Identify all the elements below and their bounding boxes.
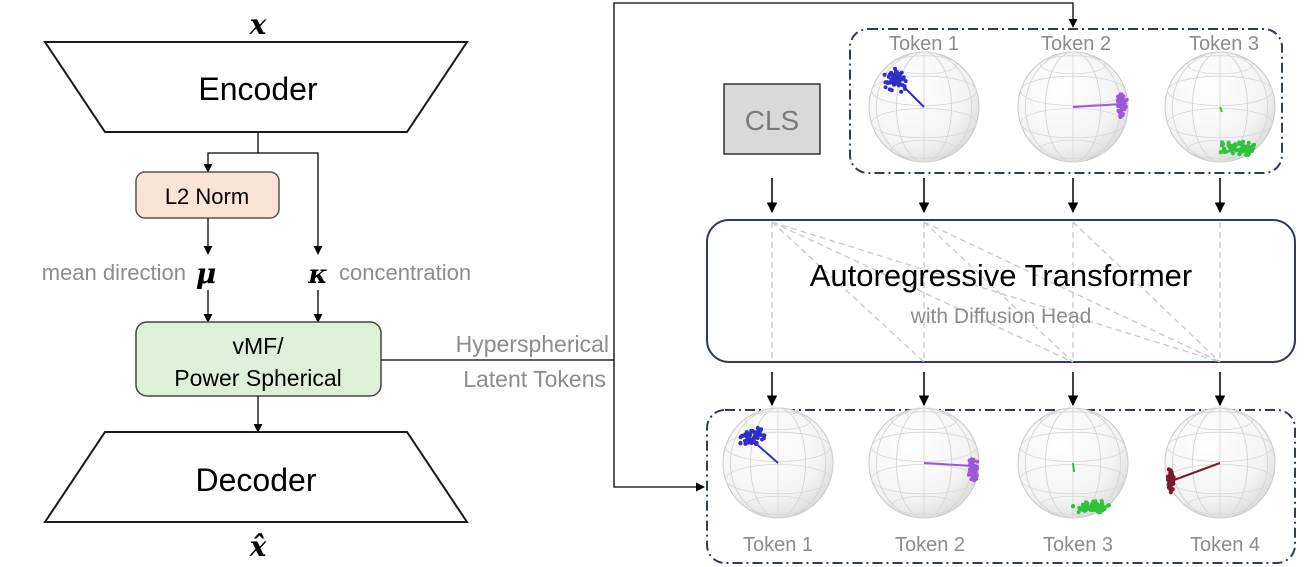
decoder-label: Decoder [196,462,317,498]
input-token-3-label: Token 3 [1189,33,1259,55]
cls-box [723,83,821,155]
encoder-to-concentration-arrow [258,152,323,255]
output-token-1-label: Token 1 [743,534,813,556]
encoder-trapezoid [43,41,469,133]
input-token-1-sphere [868,51,980,163]
distribution-line2: Power Spherical [174,365,341,391]
transformer-box [706,219,1296,363]
latent-tokens-line2: Latent Tokens [463,366,606,392]
output-token-2-sphere [868,407,980,519]
input-token-2-sphere [1017,51,1129,163]
latent-tokens-line1: Hyperspherical [456,331,609,357]
cls-label: CLS [745,105,799,136]
to-input-tokens-arrow [613,2,1078,360]
output-token-2-label: Token 2 [895,534,965,556]
l2norm-label: L2 Norm [165,184,249,209]
input-x-symbol: x [249,8,267,41]
distribution-line1: vMF/ [232,333,284,359]
output-token-4-sphere [1164,407,1276,519]
attention-lines [771,221,1221,363]
output-token-1-sphere [722,407,834,519]
to-output-tokens-arrow [613,360,705,492]
encoder-to-l2norm-arrow [203,132,259,173]
decoder-trapezoid [43,431,469,523]
output-tokens-group [706,409,1296,564]
output-xhat-symbol: x̂ [249,530,267,563]
mean-direction-label: mean direction [42,260,186,285]
transformer-subtitle: with Diffusion Head [910,305,1092,328]
input-token-1-label: Token 1 [889,33,959,55]
mu-symbol: μ [196,257,217,290]
output-token-4-label: Token 4 [1190,534,1260,556]
input-token-3-sphere [1164,51,1276,163]
input-token-2-label: Token 2 [1041,33,1111,55]
output-token-3-label: Token 3 [1043,534,1113,556]
concentration-label: concentration [339,260,471,285]
output-token-3-sphere [1017,407,1129,519]
kappa-symbol: κ [307,260,328,290]
transformer-title: Autoregressive Transformer [810,258,1192,293]
encoder-label: Encoder [198,71,318,107]
